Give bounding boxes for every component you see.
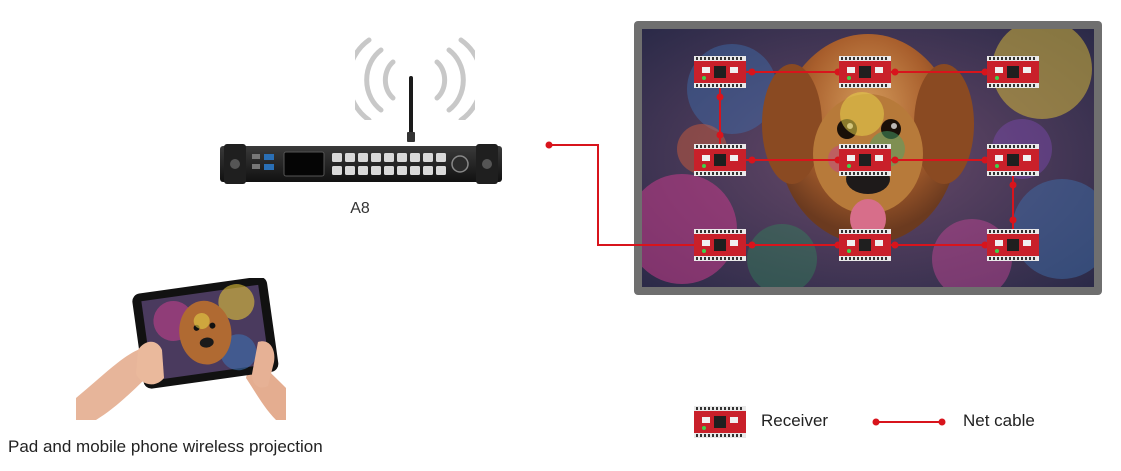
a8-controller [220, 144, 502, 184]
tablet-projection-photo [76, 278, 286, 420]
device-label: A8 [350, 200, 370, 217]
net-cable-legend-icon [872, 418, 946, 426]
receiver-legend-label: Receiver [761, 411, 829, 430]
display-image [642, 29, 1094, 287]
led-display-wall [634, 21, 1102, 295]
cable-endpoint [545, 141, 553, 149]
projection-caption: Pad and mobile phone wireless projection [8, 437, 323, 456]
antenna-icon [407, 76, 415, 142]
wifi-signal-icon [355, 37, 475, 120]
receiver-legend-icon [694, 406, 746, 438]
net-cable-legend-label: Net cable [963, 411, 1035, 430]
